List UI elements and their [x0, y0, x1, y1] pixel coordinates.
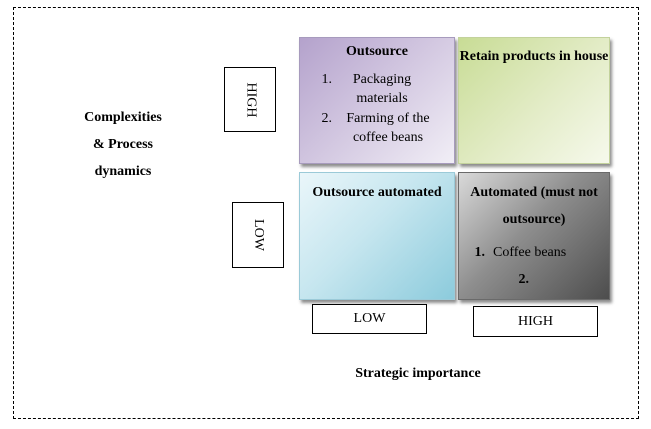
x-axis-low-label: LOW — [353, 311, 386, 326]
x-axis-high-box: HIGH — [473, 306, 598, 337]
list-item-text: Coffee beans — [493, 245, 567, 260]
quadrant-outsource-automated: Outsource automated — [299, 172, 455, 300]
list-item-number: 1. — [321, 72, 333, 87]
y-axis-title-line-3: dynamics — [94, 164, 152, 179]
x-axis-title: Strategic importance — [355, 366, 481, 381]
list-item-text: Packaging materials — [352, 72, 412, 106]
quadrant-automated-must-not-outsource: Automated (must not outsource) 1. Coffee… — [458, 172, 610, 300]
item-list: 1. Coffee beans 2. — [459, 243, 609, 289]
y-axis-title-line-1: Complexities — [84, 110, 162, 125]
quadrant-title: Automated (must not outsource) — [470, 185, 598, 227]
x-axis-high-label: HIGH — [518, 313, 553, 329]
item-list: 1. Packaging materials 2. Farming of the… — [300, 70, 454, 147]
y-axis-low-box: LOW — [232, 202, 284, 268]
y-axis-high-label: HIGH — [243, 82, 258, 117]
list-item: 2. — [459, 270, 609, 289]
quadrant-title: Retain products in house — [459, 49, 609, 64]
list-item-number: 2. — [321, 111, 333, 126]
y-axis-high-box: HIGH — [224, 67, 276, 132]
list-item: 2. Farming of the coffee beans — [300, 109, 454, 147]
quadrant-title: Outsource — [346, 44, 408, 59]
quadrant-title: Outsource automated — [312, 185, 442, 200]
list-item-number: 2. — [518, 272, 530, 287]
list-item-number: 1. — [474, 245, 486, 260]
quadrant-retain-in-house: Retain products in house — [458, 37, 610, 164]
diagram-frame — [13, 7, 639, 419]
list-item-text: Farming of the coffee beans — [346, 111, 430, 145]
x-axis-low-box: LOW — [312, 304, 427, 334]
quadrant-outsource: Outsource 1. Packaging materials 2. Farm… — [299, 37, 455, 164]
list-item: 1. Packaging materials — [300, 70, 454, 108]
list-item: 1. Coffee beans — [459, 243, 609, 262]
y-axis-title: Complexities & Process dynamics — [62, 104, 184, 185]
y-axis-title-line-2: & Process — [93, 137, 153, 152]
y-axis-low-label: LOW — [250, 219, 266, 251]
